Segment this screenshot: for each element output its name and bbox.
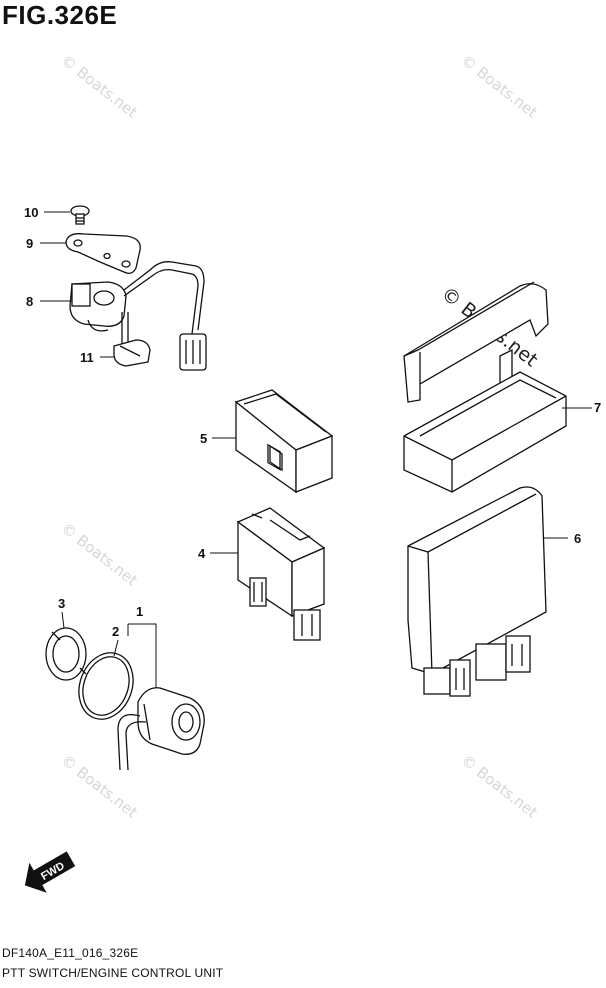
callout-10: 10 [24,205,38,220]
callout-6: 6 [574,531,581,546]
watermark-mid-left: © Boats.net [58,519,141,590]
part-engine-control-unit [407,486,547,697]
part-bracket-plate [65,233,141,274]
part-cover-cap [234,389,334,494]
part-retaining-ring [45,627,87,681]
callout-1: 1 [136,604,143,619]
callout-3: 3 [58,596,65,611]
fwd-label: FWD [39,860,67,883]
part-trim-sensor [69,261,207,371]
part-ptt-switch [117,687,205,771]
callout-8: 8 [26,294,33,309]
part-screw [70,205,90,225]
callout-2: 2 [112,624,119,639]
figure-title: FIG.326E [2,0,118,30]
callout-11: 11 [80,350,94,365]
part-control-module [236,507,326,641]
part-o-ring [78,652,134,720]
part-ecu-cover [403,281,567,493]
figure-code: DF140A_E11_016_326E [2,946,139,960]
callout-5: 5 [200,431,207,446]
watermark-top-left: © Boats.net [58,51,141,122]
callout-4: 4 [198,546,206,561]
callout-9: 9 [26,236,33,251]
figure-caption: PTT SWITCH/ENGINE CONTROL UNIT [2,966,224,980]
watermark-bottom-right: © Boats.net [458,751,541,822]
fwd-direction-badge: FWD [24,851,76,893]
watermark-top-right: © Boats.net [458,51,541,122]
watermark-bottom-left: © Boats.net [58,751,141,822]
callout-7: 7 [594,400,601,415]
part-clamp [113,339,151,367]
